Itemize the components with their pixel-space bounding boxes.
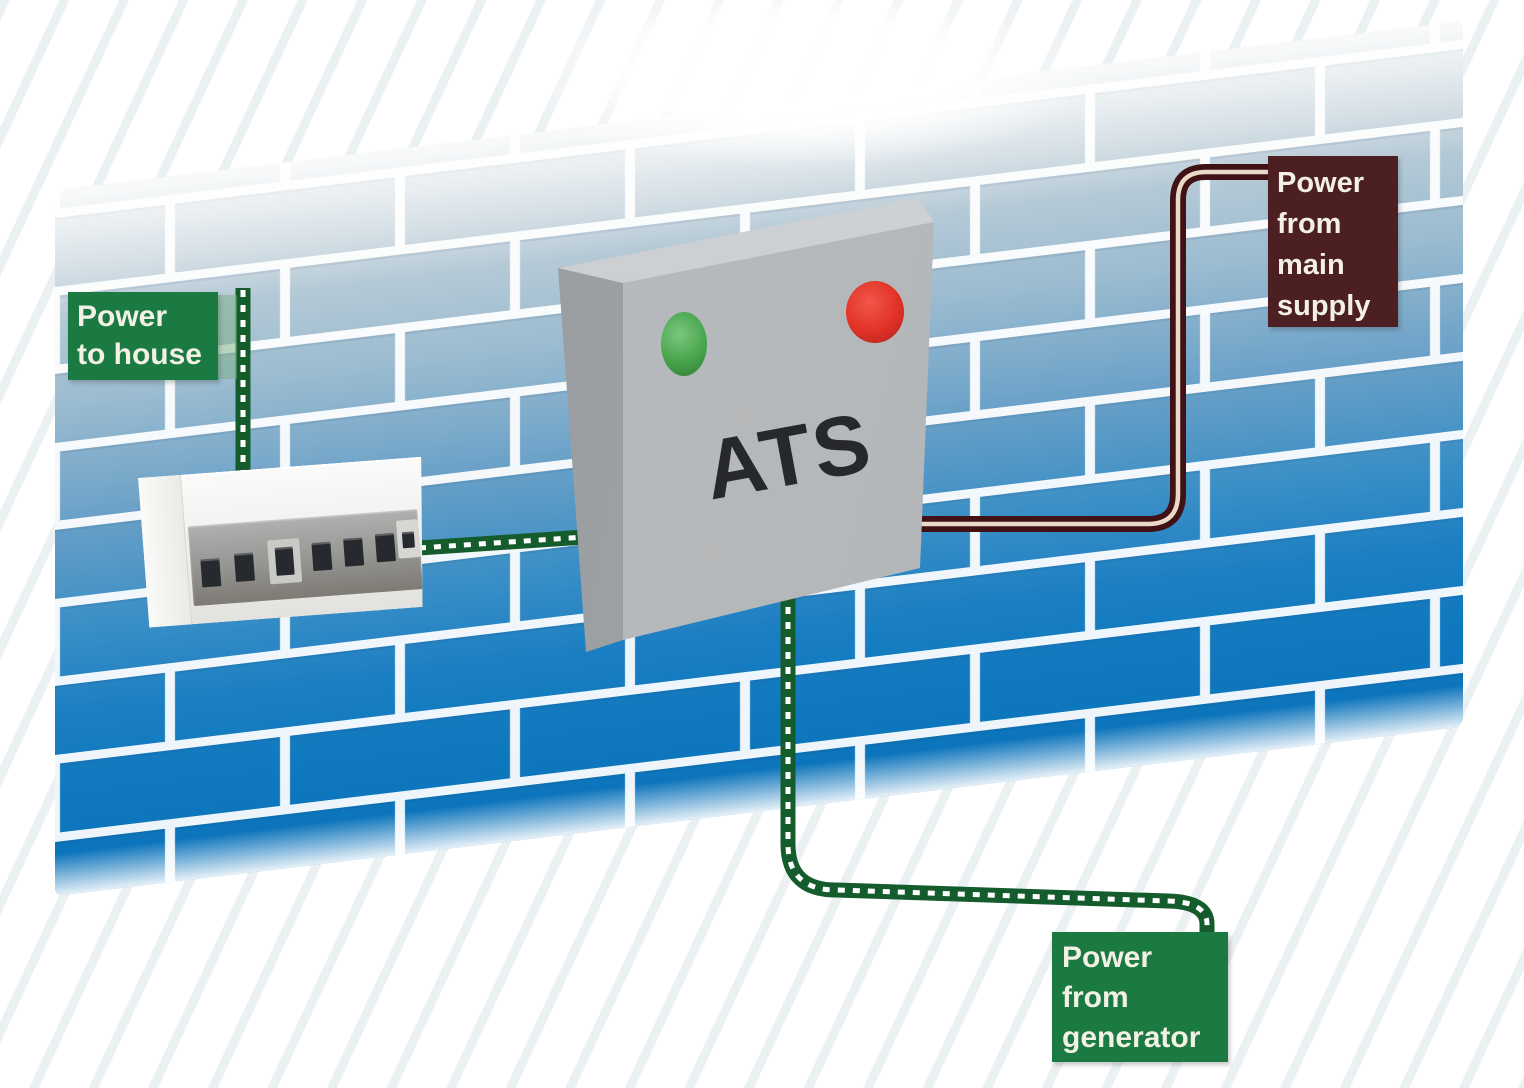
label-line: supply [1277,290,1371,322]
main-supply-wire [900,164,1270,532]
label-line: to house [77,338,202,371]
power-to-house-label: Power to house [68,292,218,380]
house-label-shadow-strip [217,295,237,379]
consumer-to-ats-wire [403,528,601,557]
power-from-generator-label: Power from generator [1052,932,1228,1062]
label-line: Power [1277,167,1365,199]
label-line: from [1062,981,1129,1014]
green-indicator-light [661,312,707,376]
label-line: main [1277,249,1345,281]
red-indicator-light [846,281,904,343]
label-line: Power [1062,941,1153,974]
label-line: from [1277,208,1342,240]
power-from-main-supply-label: Power from main supply [1268,156,1398,327]
label-line: Power [77,300,168,333]
generator-wire [780,592,1215,936]
wall-top-haze [400,0,1200,220]
label-line: generator [1062,1021,1201,1054]
